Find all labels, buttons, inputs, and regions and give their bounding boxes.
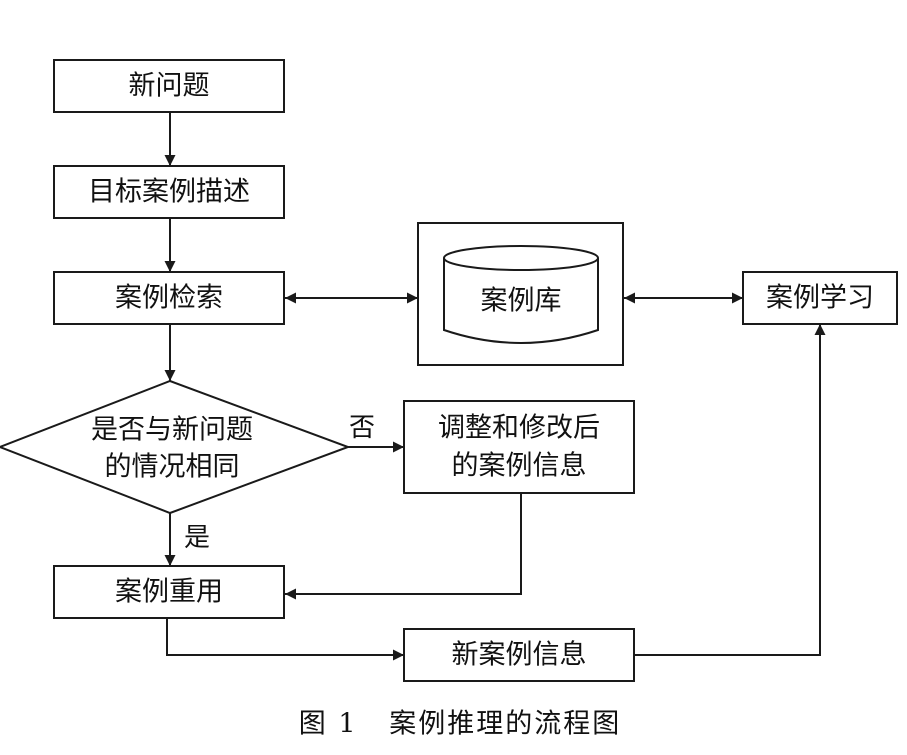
figure-caption: 图 1 案例推理的流程图 (299, 709, 622, 740)
database-cylinder-icon (443, 245, 599, 344)
edge-reuse-to-new-case (166, 618, 404, 661)
label-case-base: 案例库 (481, 286, 562, 317)
edge-label-no: 否 (349, 413, 375, 443)
label-case-learning: 案例学习 (766, 283, 874, 314)
node-case-base-frame (417, 222, 624, 366)
edge-adjusted-to-reuse (285, 493, 522, 600)
label-new-problem: 新问题 (129, 71, 210, 102)
label-adjusted-line1: 调整和修改后 (438, 413, 600, 444)
label-case-retrieval: 案例检索 (115, 283, 223, 314)
edge-new-case-to-learning (634, 324, 826, 656)
edge-label-yes: 是 (184, 523, 210, 553)
label-decision-line2: 的情况相同 (105, 452, 240, 483)
label-case-reuse: 案例重用 (115, 577, 223, 608)
label-target-description: 目标案例描述 (88, 177, 250, 208)
label-adjusted-line2: 的案例信息 (452, 451, 587, 482)
label-new-case-info: 新案例信息 (452, 640, 587, 671)
label-decision-line1: 是否与新问题 (91, 415, 253, 446)
node-decision-diamond (0, 379, 351, 515)
